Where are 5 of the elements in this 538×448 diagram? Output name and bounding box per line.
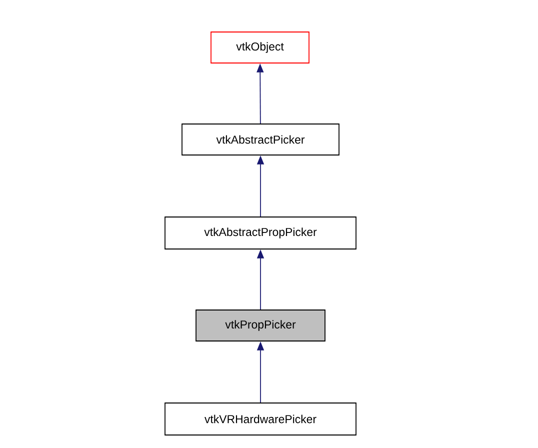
class-box: vtkVRHardwarePicker [164, 402, 356, 436]
class-box: vtkAbstractPicker [182, 124, 340, 156]
class-box: vtkObject [210, 32, 310, 64]
class-box: vtkPropPicker [196, 310, 326, 342]
class-box: vtkAbstractPropPicker [164, 216, 356, 250]
